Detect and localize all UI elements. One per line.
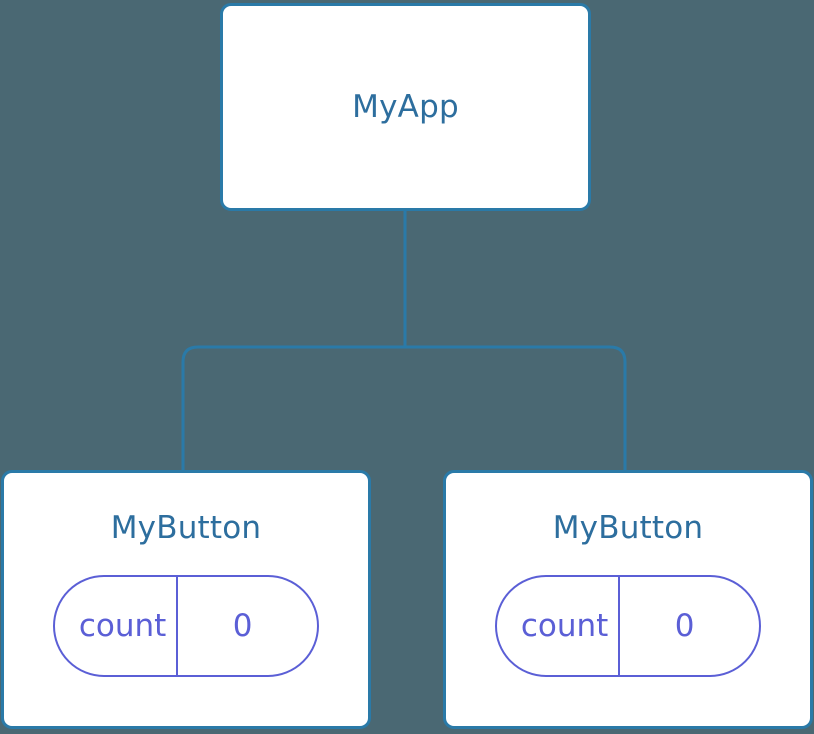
node-title: MyButton [110,510,262,546]
tree-node-mybutton-1[interactable]: MyButton count 0 [1,470,371,729]
edge-to-child-right [405,345,627,471]
node-title: MyButton [552,510,704,546]
state-pill-label: count [497,577,621,675]
state-pill[interactable]: count 0 [495,575,761,677]
state-pill[interactable]: count 0 [53,575,319,677]
tree-node-mybutton-2[interactable]: MyButton count 0 [443,470,813,729]
state-pill-value: 0 [232,607,253,644]
state-pill-label: count [55,577,179,675]
state-pill-value: 0 [674,607,695,644]
edge-to-child-left [181,345,405,471]
node-title: MyApp [352,88,459,125]
tree-node-myapp[interactable]: MyApp [220,3,591,211]
